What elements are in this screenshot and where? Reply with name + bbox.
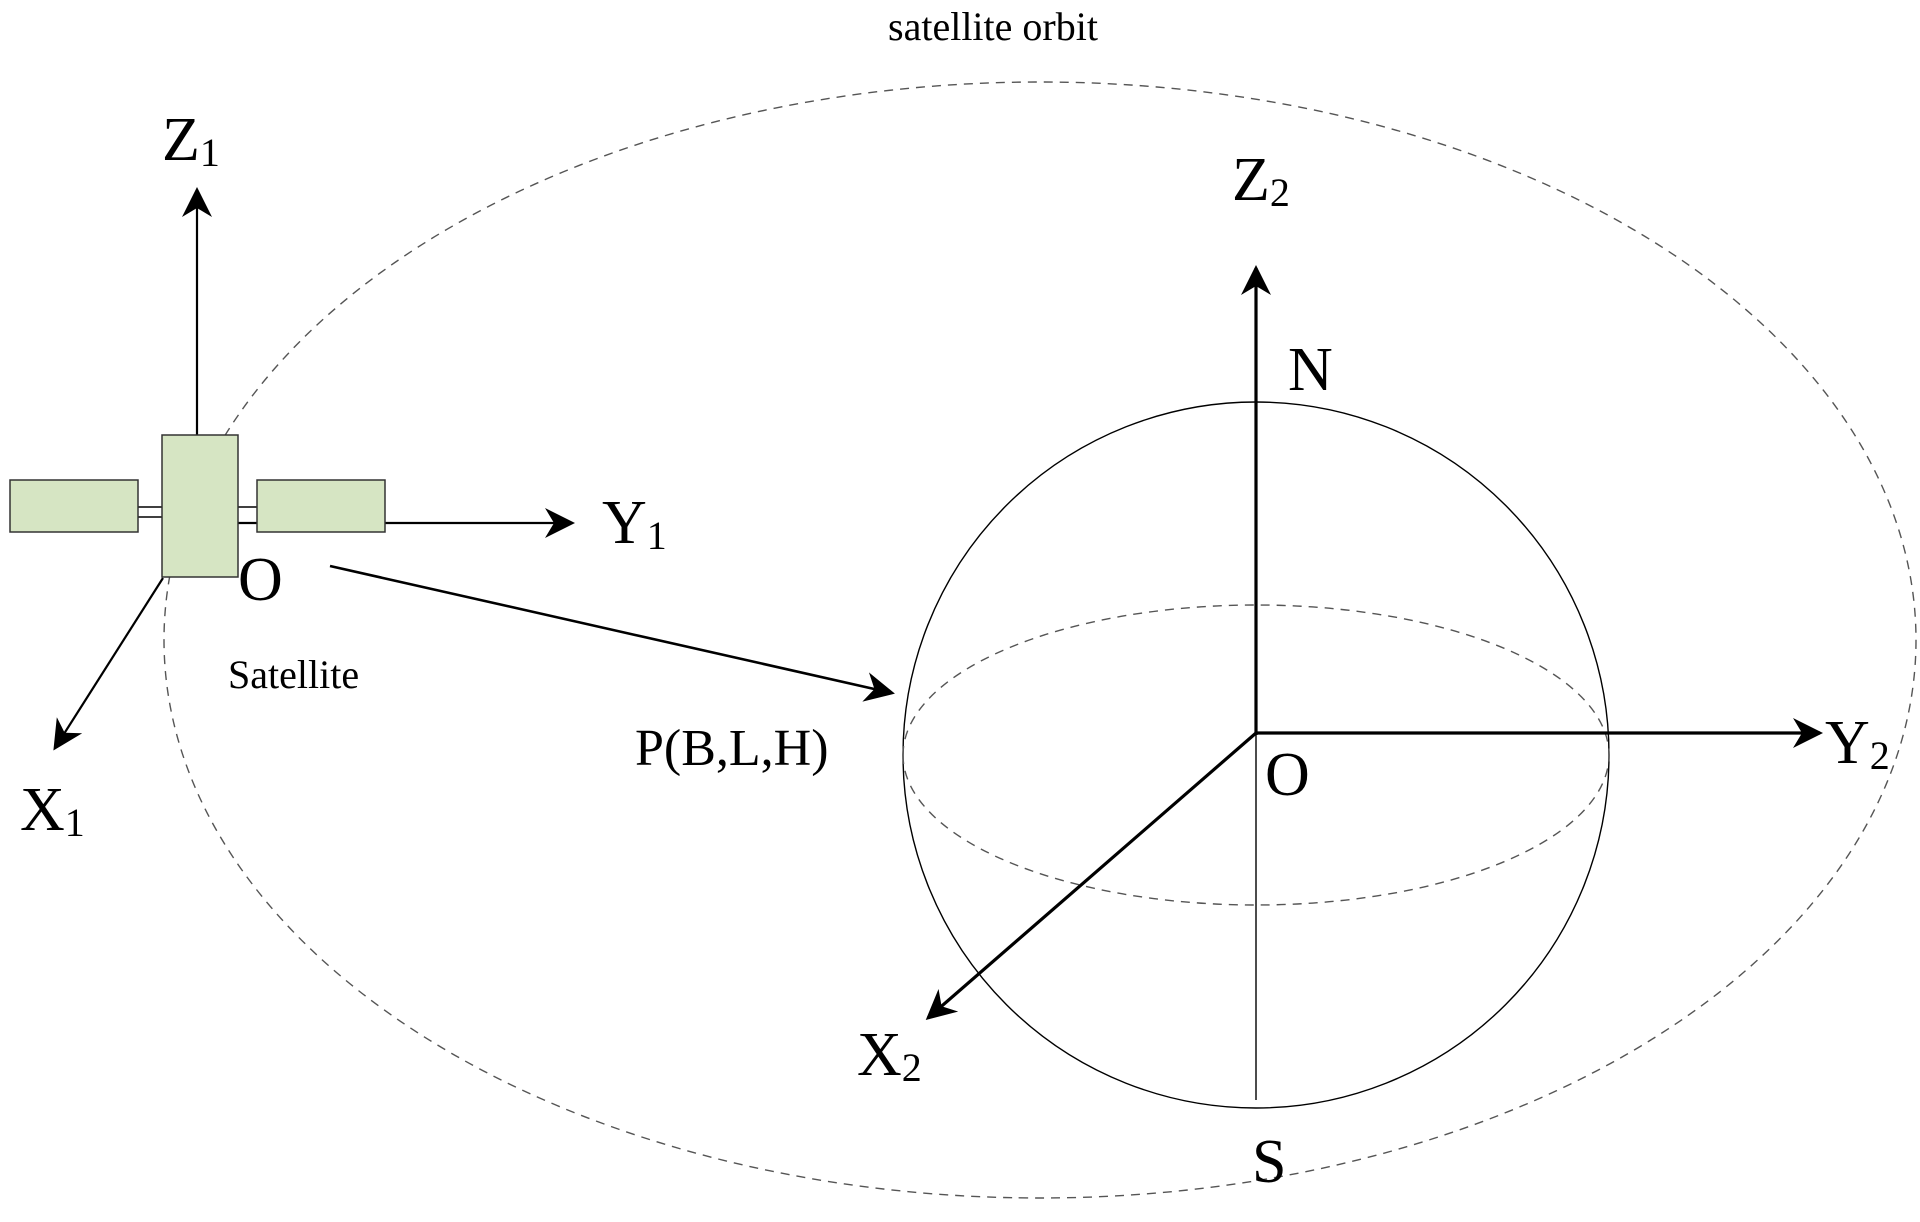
- satellite-y-label: Y1: [602, 489, 667, 558]
- earth-z-label: Z2: [1232, 146, 1290, 215]
- satellite-x-label: X1: [20, 776, 85, 845]
- satellite-x-axis: [53, 577, 164, 751]
- earth-x-label: X2: [857, 1021, 922, 1090]
- satellite-orbit-ellipse: [163, 81, 1917, 1199]
- satellite-to-point-arrow: [329, 564, 895, 702]
- earth-origin-label: O: [1265, 741, 1310, 809]
- point-p-label: P(B,L,H): [635, 720, 829, 777]
- satellite-z-label: Z1: [162, 106, 220, 175]
- satellite-icon: [9, 434, 386, 578]
- satellite-body: [161, 434, 239, 578]
- earth-y-label: Y2: [1825, 709, 1890, 778]
- equator-back-arc: [902, 604, 1610, 756]
- equator-front-arc: [902, 754, 1610, 906]
- solar-panel-left: [9, 479, 139, 533]
- satellite-origin-label: O: [238, 546, 283, 614]
- north-pole-label: N: [1288, 336, 1333, 404]
- south-pole-label: S: [1252, 1128, 1286, 1196]
- orbit-title: satellite orbit: [888, 4, 1098, 49]
- satellite-label: Satellite: [228, 652, 359, 697]
- earth-x-axis: [925, 731, 1258, 1020]
- solar-panel-right: [256, 479, 386, 533]
